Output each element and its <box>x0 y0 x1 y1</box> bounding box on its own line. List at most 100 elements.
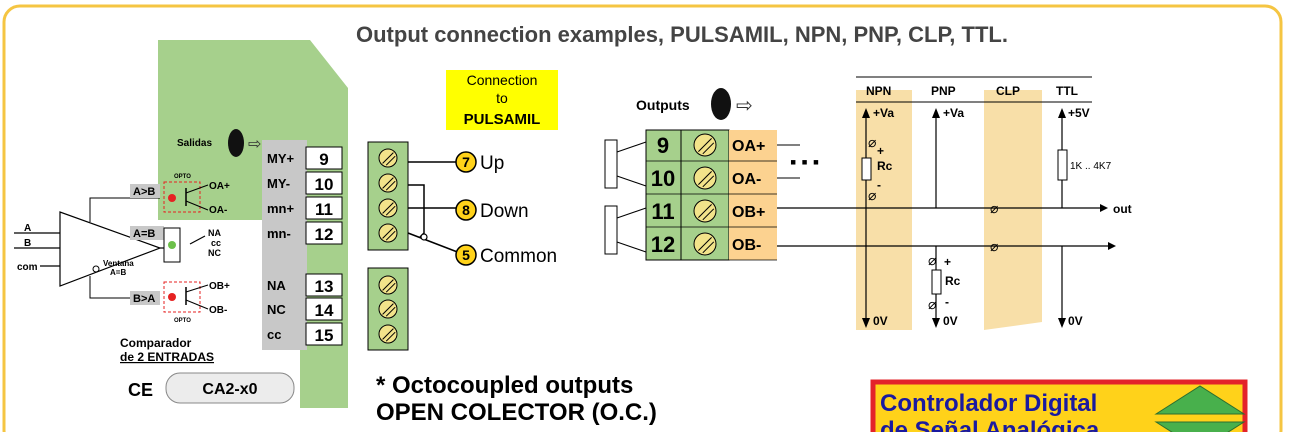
ce-mark: CE <box>128 380 153 400</box>
pnp-contact-lower-icon: ⌀ <box>928 296 936 312</box>
opto-label-upper: OPTO <box>174 174 191 180</box>
out-terminal-label: OB+ <box>732 204 765 221</box>
col-pnp-label: PNP <box>931 84 956 98</box>
pulsamil-line1: Connection <box>467 72 538 88</box>
pnp-plus: + <box>944 255 951 269</box>
comparison-agtb-label: A>B <box>133 186 155 198</box>
wire-node <box>420 233 428 241</box>
model-label: CA2-x0 <box>202 381 257 398</box>
led-aeqb-icon <box>168 241 176 249</box>
terminal-number: 10 <box>315 175 334 194</box>
pulsamil-line2: to <box>496 90 508 106</box>
pulsamil-pin-label: Down <box>480 201 529 222</box>
screw-icon <box>378 324 398 344</box>
comparator-triangle-icon <box>59 211 162 287</box>
ventana-sub-label: A=B <box>110 268 126 277</box>
transistor-upper-collector <box>185 184 209 194</box>
salidas-arrow-icon: ⇨ <box>248 136 261 153</box>
terminal-cell <box>305 273 343 297</box>
output-ob-minus-label: OB- <box>209 305 227 316</box>
screws-upper <box>378 148 398 243</box>
outputs-knob-icon <box>711 88 731 120</box>
out-opto-lower-c <box>616 207 647 219</box>
screw-icon <box>378 299 398 319</box>
clp-column <box>984 90 1042 330</box>
pulsamil-line3: PULSAMIL <box>464 111 541 128</box>
out-label: out <box>1113 202 1132 216</box>
terminal-cell <box>305 146 343 170</box>
terminal-number: 13 <box>315 277 334 296</box>
terminal-number: 15 <box>315 326 334 345</box>
ellipsis-dots: ▪ ▪ ▪ <box>790 152 819 172</box>
terminal-label: MY- <box>267 176 290 191</box>
terminal-label: mn+ <box>267 201 295 216</box>
ttl-ground-arrow-icon <box>1058 318 1066 328</box>
npn-ground-label: 0V <box>873 314 888 328</box>
screw-icon <box>693 166 717 190</box>
pnp-contact-icon: ⌀ <box>928 252 936 268</box>
pulsamil-pin-label: Up <box>480 153 504 174</box>
ttl-supply-label: +5V <box>1068 106 1090 120</box>
clp-contact-lower-icon: ⌀ <box>990 238 998 254</box>
screws-lower <box>378 275 398 344</box>
pnp-resistor-icon <box>931 269 942 295</box>
screw-icon <box>378 198 398 218</box>
out-terminal-number: 11 <box>651 199 674 224</box>
badge-line1: Controlador Digital <box>880 390 1097 417</box>
device-terminal-strip <box>262 140 307 350</box>
npn-plus: + <box>877 144 884 158</box>
relay-na-label: NA <box>208 228 221 238</box>
npn-resistor-icon <box>861 157 872 181</box>
terminal-label: NC <box>267 302 286 317</box>
pnp-supply-arrow-icon <box>932 108 940 118</box>
terminal-label: mn- <box>267 226 291 241</box>
pnp-rc-label: Rc <box>945 274 961 288</box>
col-ttl-label: TTL <box>1056 84 1078 98</box>
out-opto-upper-e <box>616 175 647 187</box>
npn-minus: - <box>877 178 881 192</box>
npn-ground-arrow-icon <box>862 318 870 328</box>
ttl-supply-arrow-icon <box>1058 108 1066 118</box>
ttl-ground-label: 0V <box>1068 314 1083 328</box>
relay-nc-label: NC <box>208 248 221 258</box>
outputs-label: Outputs <box>636 97 690 113</box>
comparison-aeqb-label: A=B <box>133 228 155 240</box>
terminal-cell <box>305 196 343 220</box>
label-bg-bgta <box>130 291 160 305</box>
pulsamil-pin-icon <box>455 244 477 266</box>
opto-box-lower <box>163 281 201 313</box>
pulsamil-badge <box>446 70 558 130</box>
npn-contact-icon: ⌀ <box>868 134 876 150</box>
screw-icon <box>378 173 398 193</box>
pulsamil-pin-icon <box>455 199 477 221</box>
out-terminal-label: OA+ <box>732 138 765 155</box>
screw-icon <box>378 275 398 295</box>
out-opto-lower-e <box>616 241 647 253</box>
screw-icon <box>693 232 717 256</box>
input-com-label: com <box>17 262 38 273</box>
out-terminal-number: 10 <box>651 166 675 191</box>
transistor-upper-emitter <box>185 200 209 211</box>
input-b-label: B <box>24 238 31 249</box>
screw-icon <box>378 148 398 168</box>
out-terminal-number: 9 <box>657 133 669 158</box>
wire-common <box>407 232 461 254</box>
note-line1: * Octocoupled outputs <box>376 372 633 399</box>
pulsamil-pin-number: 5 <box>462 247 470 263</box>
npn-column <box>856 90 912 330</box>
label-bg-agtb <box>130 184 160 198</box>
out-opto-upper-c <box>616 141 647 153</box>
relay-switch-icon <box>189 235 206 245</box>
label-bg-aeqb <box>130 226 164 240</box>
pulsamil-pin-number: 7 <box>462 154 470 170</box>
screw-icon <box>693 199 717 223</box>
opto-label-lower: OPTO <box>174 318 191 324</box>
comparison-bgta-label: B>A <box>133 293 155 305</box>
terminal-number: 12 <box>315 225 334 244</box>
badge-line2: de Señal Analógica <box>880 417 1100 432</box>
output-ob-plus-label: OB+ <box>209 281 230 292</box>
terminal-number: 9 <box>319 150 328 169</box>
terminal-label: cc <box>267 327 281 342</box>
terminal-label: MY+ <box>267 151 295 166</box>
